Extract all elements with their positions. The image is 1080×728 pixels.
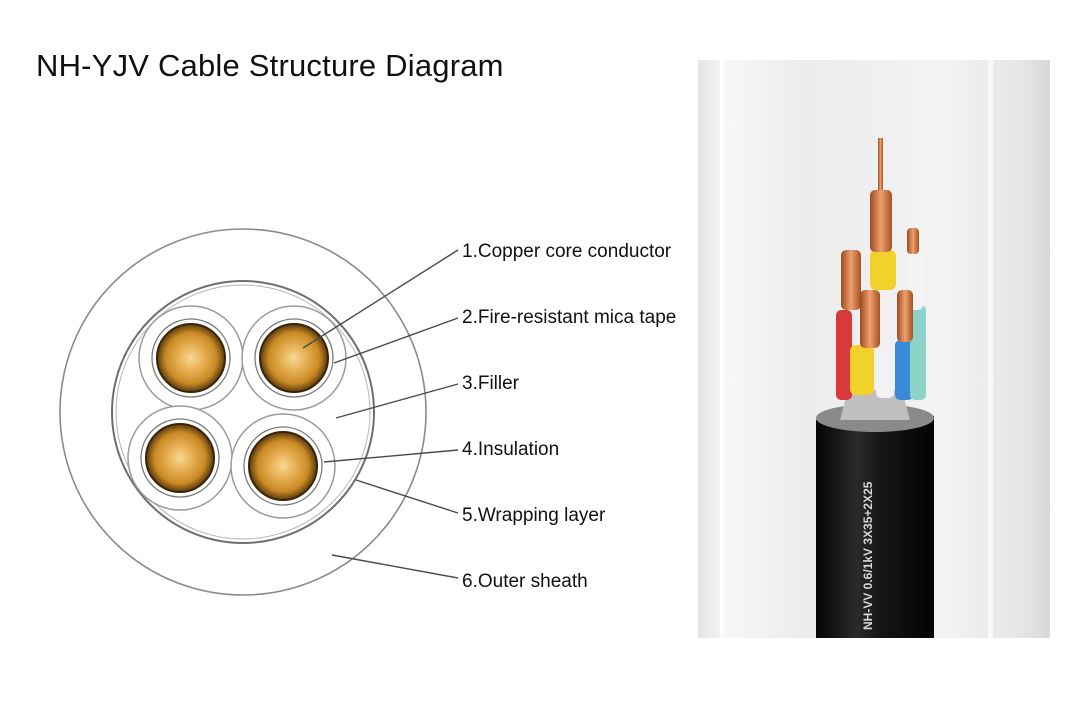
- cable-cross-section-diagram: 1.Copper core conductor 2.Fire-resistant…: [59, 228, 676, 596]
- copper-conductor: [259, 323, 329, 393]
- copper-bundle-left: [841, 250, 861, 310]
- leader-line-filler: [335, 383, 459, 419]
- core-top-left: [138, 305, 244, 411]
- core-bottom-left: [127, 405, 233, 511]
- label-filler: 3.Filler: [462, 373, 520, 394]
- copper-bundle-right: [897, 290, 913, 342]
- core-yellow-lower: [850, 345, 874, 395]
- leader-line-wrapping: [355, 479, 459, 514]
- label-fire-resistant-mica-tape: 2.Fire-resistant mica tape: [462, 307, 676, 328]
- label-copper-core-conductor: 1.Copper core conductor: [462, 241, 672, 262]
- core-teal: [910, 305, 926, 400]
- core-white: [876, 348, 894, 398]
- copper-bundle-far-right: [907, 228, 919, 254]
- copper-bundle-mid: [860, 290, 880, 348]
- core-blue: [895, 340, 913, 400]
- core-bottom-right: [230, 413, 336, 519]
- copper-conductor: [248, 431, 318, 501]
- glass-tube-edge-right: [988, 60, 993, 638]
- leader-line-insulation: [323, 449, 459, 463]
- leader-line-mica-tape: [333, 317, 459, 364]
- label-wrapping-layer: 5.Wrapping layer: [462, 505, 606, 526]
- copper-wire-top: [878, 138, 883, 198]
- page-title: NH-YJV Cable Structure Diagram: [36, 48, 504, 83]
- core-red: [836, 310, 852, 400]
- leader-line-copper-core: [302, 249, 459, 349]
- copper-conductor: [145, 423, 215, 493]
- leader-line-sheath: [331, 554, 459, 579]
- copper-conductor: [156, 323, 226, 393]
- label-outer-sheath: 6.Outer sheath: [462, 571, 588, 592]
- outer-sheath-photo: [816, 408, 934, 638]
- core-top-right: [241, 305, 347, 411]
- wrapping-layer-inner-ring: [115, 284, 371, 540]
- wrapping-layer-photo: [840, 390, 910, 420]
- wrapping-layer-ring: [111, 280, 375, 544]
- label-insulation: 4.Insulation: [462, 439, 559, 460]
- core-yellow: [870, 250, 896, 290]
- copper-bundle-top: [870, 190, 892, 252]
- cable-marking-text: NH-VV 0.6/1kV 3X35+2X25: [861, 481, 875, 630]
- cable-photo: NH-VV 0.6/1kV 3X35+2X25: [698, 60, 1050, 638]
- glass-tube-edge-left: [720, 60, 724, 638]
